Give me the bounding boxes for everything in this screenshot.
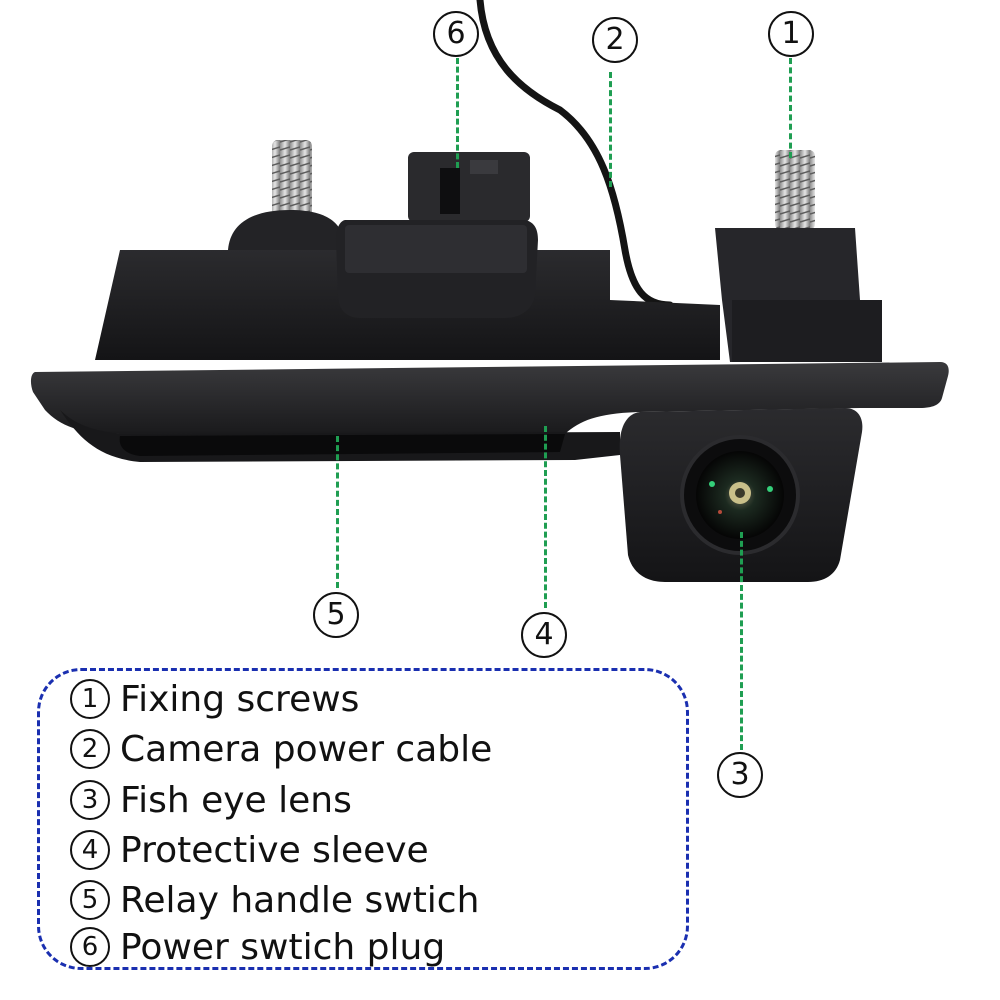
handle-slot	[119, 434, 565, 456]
legend-box	[37, 668, 689, 970]
leader-line-4	[544, 426, 547, 608]
power-cable	[476, 0, 674, 309]
legend-item: 1 Fixing screws	[70, 676, 359, 722]
callout-1: 1	[768, 11, 814, 57]
legend-text: Fish eye lens	[120, 779, 352, 821]
leader-line-5	[336, 436, 339, 588]
leader-line-3	[740, 532, 743, 750]
callout-4: 4	[521, 612, 567, 658]
callout-5: 5	[313, 592, 359, 638]
legend-text: Protective sleeve	[120, 829, 429, 871]
legend-number: 2	[70, 729, 110, 769]
connector-plug	[408, 152, 530, 222]
legend-number: 3	[70, 780, 110, 820]
legend-item: 6 Power swtich plug	[70, 924, 445, 970]
leader-line-6	[456, 58, 459, 168]
legend-item: 2 Camera power cable	[70, 726, 492, 772]
legend-number: 1	[70, 679, 110, 719]
legend-text: Power swtich plug	[120, 926, 446, 968]
left-screw	[272, 140, 312, 225]
legend-text: Fixing screws	[120, 678, 360, 720]
legend-number: 4	[70, 830, 110, 870]
leader-line-2	[609, 72, 612, 187]
right-screw	[775, 150, 815, 230]
legend-number: 5	[70, 880, 110, 920]
legend-item: 5 Relay handle swtich	[70, 877, 479, 923]
callout-2: 2	[592, 17, 638, 63]
legend-number: 6	[70, 927, 110, 967]
callout-3: 3	[717, 752, 763, 798]
legend-text: Relay handle swtich	[120, 879, 480, 921]
leader-line-1	[789, 58, 792, 158]
callout-6: 6	[433, 11, 479, 57]
legend-item: 4 Protective sleeve	[70, 827, 429, 873]
legend-item: 3 Fish eye lens	[70, 777, 352, 823]
legend-text: Camera power cable	[120, 728, 493, 770]
